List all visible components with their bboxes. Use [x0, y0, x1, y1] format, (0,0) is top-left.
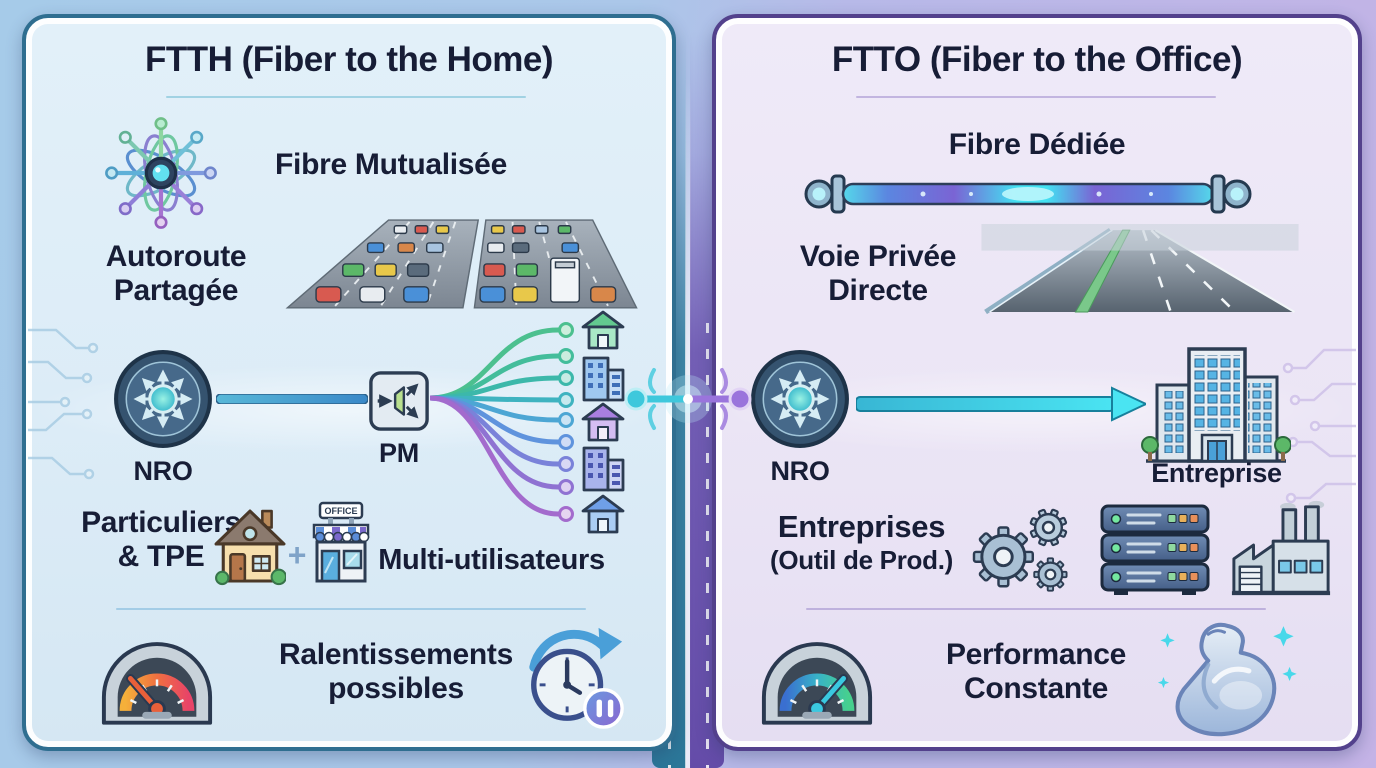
enterprises-sublabel: (Outil de Prod.) [770, 545, 953, 575]
ftto-title: FTTO (Fiber to the Office) [831, 40, 1243, 79]
title-rule [856, 96, 1216, 98]
dedicated-fiber-label: Fibre Dédiée [948, 128, 1126, 161]
circuit-pattern-icon [1280, 338, 1356, 513]
circuit-pattern-icon [28, 318, 100, 493]
nro-label: NRO [770, 456, 830, 486]
direct-link-arrow-icon [856, 386, 1146, 422]
section-rule [806, 608, 1266, 610]
nro-node-icon [749, 348, 851, 450]
private-road-label: Voie Privée Directe [799, 240, 957, 307]
factory-icon [1228, 500, 1334, 598]
server-rack-icon [1094, 502, 1216, 598]
building-icon [582, 446, 625, 492]
users-label: Particuliers & TPE [81, 506, 241, 573]
flexed-bicep-icon [1148, 618, 1303, 738]
nro-pm-link [216, 394, 368, 404]
house-icon [581, 402, 625, 442]
house-icon [581, 494, 625, 534]
enterprises-label: Entreprises [777, 509, 946, 544]
shared-road-label: Autoroute Partagée [105, 240, 247, 307]
slowdown-label: Ralentissements possibles [279, 638, 513, 705]
ftth-title: FTTH (Fiber to the Home) [145, 40, 553, 79]
performance-label: Performance Constante [945, 638, 1127, 705]
nro-label: NRO [133, 456, 193, 486]
section-rule [116, 608, 586, 610]
pm-label: PM [379, 438, 419, 468]
plus-sign: + [287, 537, 307, 573]
office-building-icon [1141, 344, 1291, 468]
ftto-panel: FTTO (Fiber to the Office) Fibre Dédiée … [712, 14, 1362, 751]
pm-splitter-icon [368, 370, 430, 432]
title-rule [166, 96, 526, 98]
gears-icon [964, 502, 1080, 598]
house-icon [581, 310, 625, 350]
building-icon [582, 356, 625, 402]
speedometer-warning-icon [98, 624, 216, 727]
panel-link-connector [624, 368, 752, 430]
nro-node-icon [112, 348, 214, 450]
ftth-panel: FTTH (Fiber to the Home) [22, 14, 676, 751]
shared-fiber-label: Fibre Mutualisée [275, 148, 507, 181]
endpoint-fanout [430, 310, 636, 558]
dedicated-fiber-cable-icon [802, 166, 1254, 222]
empty-highway-icon [974, 224, 1306, 314]
office-sign-text: OFFICE [325, 506, 358, 516]
home-house-icon [214, 502, 286, 588]
fiber-splitter-icon [96, 110, 226, 236]
storefront-icon: OFFICE [310, 500, 372, 586]
congested-highway-icon [276, 212, 648, 312]
multi-users-label: Multi-utilisateurs [378, 544, 605, 576]
enterprise-label: Entreprise [1151, 458, 1282, 488]
clock-pause-icon [520, 622, 628, 732]
speedometer-ok-icon [758, 624, 876, 727]
